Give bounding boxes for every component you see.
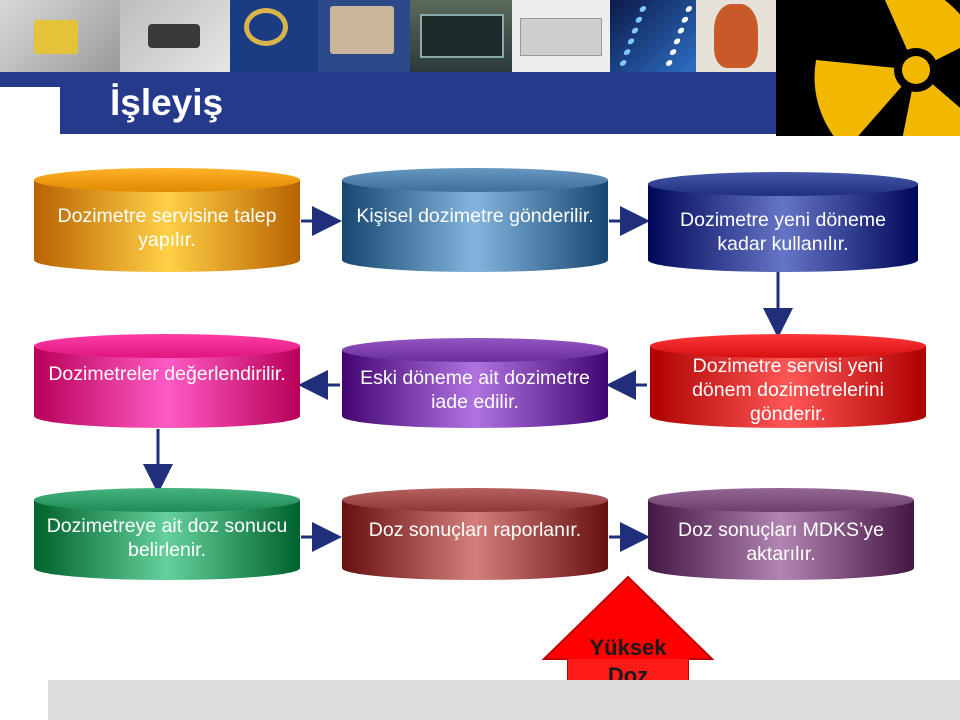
process-step-3: Dozimetre yeni döneme kadar kullanılır. xyxy=(648,172,918,272)
process-step-8-label: Doz sonuçları raporlanır. xyxy=(368,519,582,541)
process-step-5: Eski döneme ait dozimetre iade edilir. xyxy=(342,338,608,428)
page-title: İşleyiş xyxy=(110,82,224,123)
title-bar xyxy=(60,72,776,134)
title-accent xyxy=(0,72,60,87)
process-step-2-label: Kişisel dozimetre gönderilir. xyxy=(356,205,594,227)
warning-line1: Yüksek xyxy=(589,635,667,660)
reader-device-photo xyxy=(512,0,610,72)
dosimeter-badge-photo xyxy=(0,0,120,72)
footer-bar xyxy=(48,680,960,720)
process-step-2: Kişisel dozimetre gönderilir. xyxy=(342,168,608,272)
header-photo-strip xyxy=(0,0,960,72)
process-step-7: Dozimetreye ait doz sonucu belirlenir. xyxy=(34,488,300,580)
process-step-8: Doz sonuçları raporlanır. xyxy=(342,488,608,580)
process-step-3-label: Dozimetre yeni döneme kadar kullanılır. xyxy=(680,209,886,255)
process-step-6-label: Dozimetre servisi yeni dönem dozimetrele… xyxy=(692,355,884,425)
tld-card-photo xyxy=(318,0,410,72)
process-step-9-label: Doz sonuçları MDKS’ye aktarılır. xyxy=(678,519,884,565)
anatomy-model-photo xyxy=(696,0,776,72)
dosimeter-device-photo xyxy=(120,0,230,72)
process-step-4: Dozimetreler değerlendirilir. xyxy=(34,334,300,428)
lab-equipment-photo xyxy=(410,0,512,72)
process-step-1-label: Dozimetre servisine talep yapılır. xyxy=(57,205,277,251)
process-step-5-label: Eski döneme ait dozimetre iade edilir. xyxy=(360,367,590,413)
process-step-9: Doz sonuçları MDKS’ye aktarılır. xyxy=(648,488,914,580)
process-step-6: Dozimetre servisi yeni dönem dozimetrele… xyxy=(650,334,926,428)
process-step-1: Dozimetre servisine talep yapılır. xyxy=(34,168,300,272)
radiation-symbol-logo xyxy=(776,0,960,136)
process-step-4-label: Dozimetreler değerlendirilir. xyxy=(48,363,286,385)
process-step-7-label: Dozimetreye ait doz sonucu belirlenir. xyxy=(46,515,288,561)
ring-dosimeter-photo xyxy=(230,0,318,72)
dna-model-photo xyxy=(610,0,696,72)
